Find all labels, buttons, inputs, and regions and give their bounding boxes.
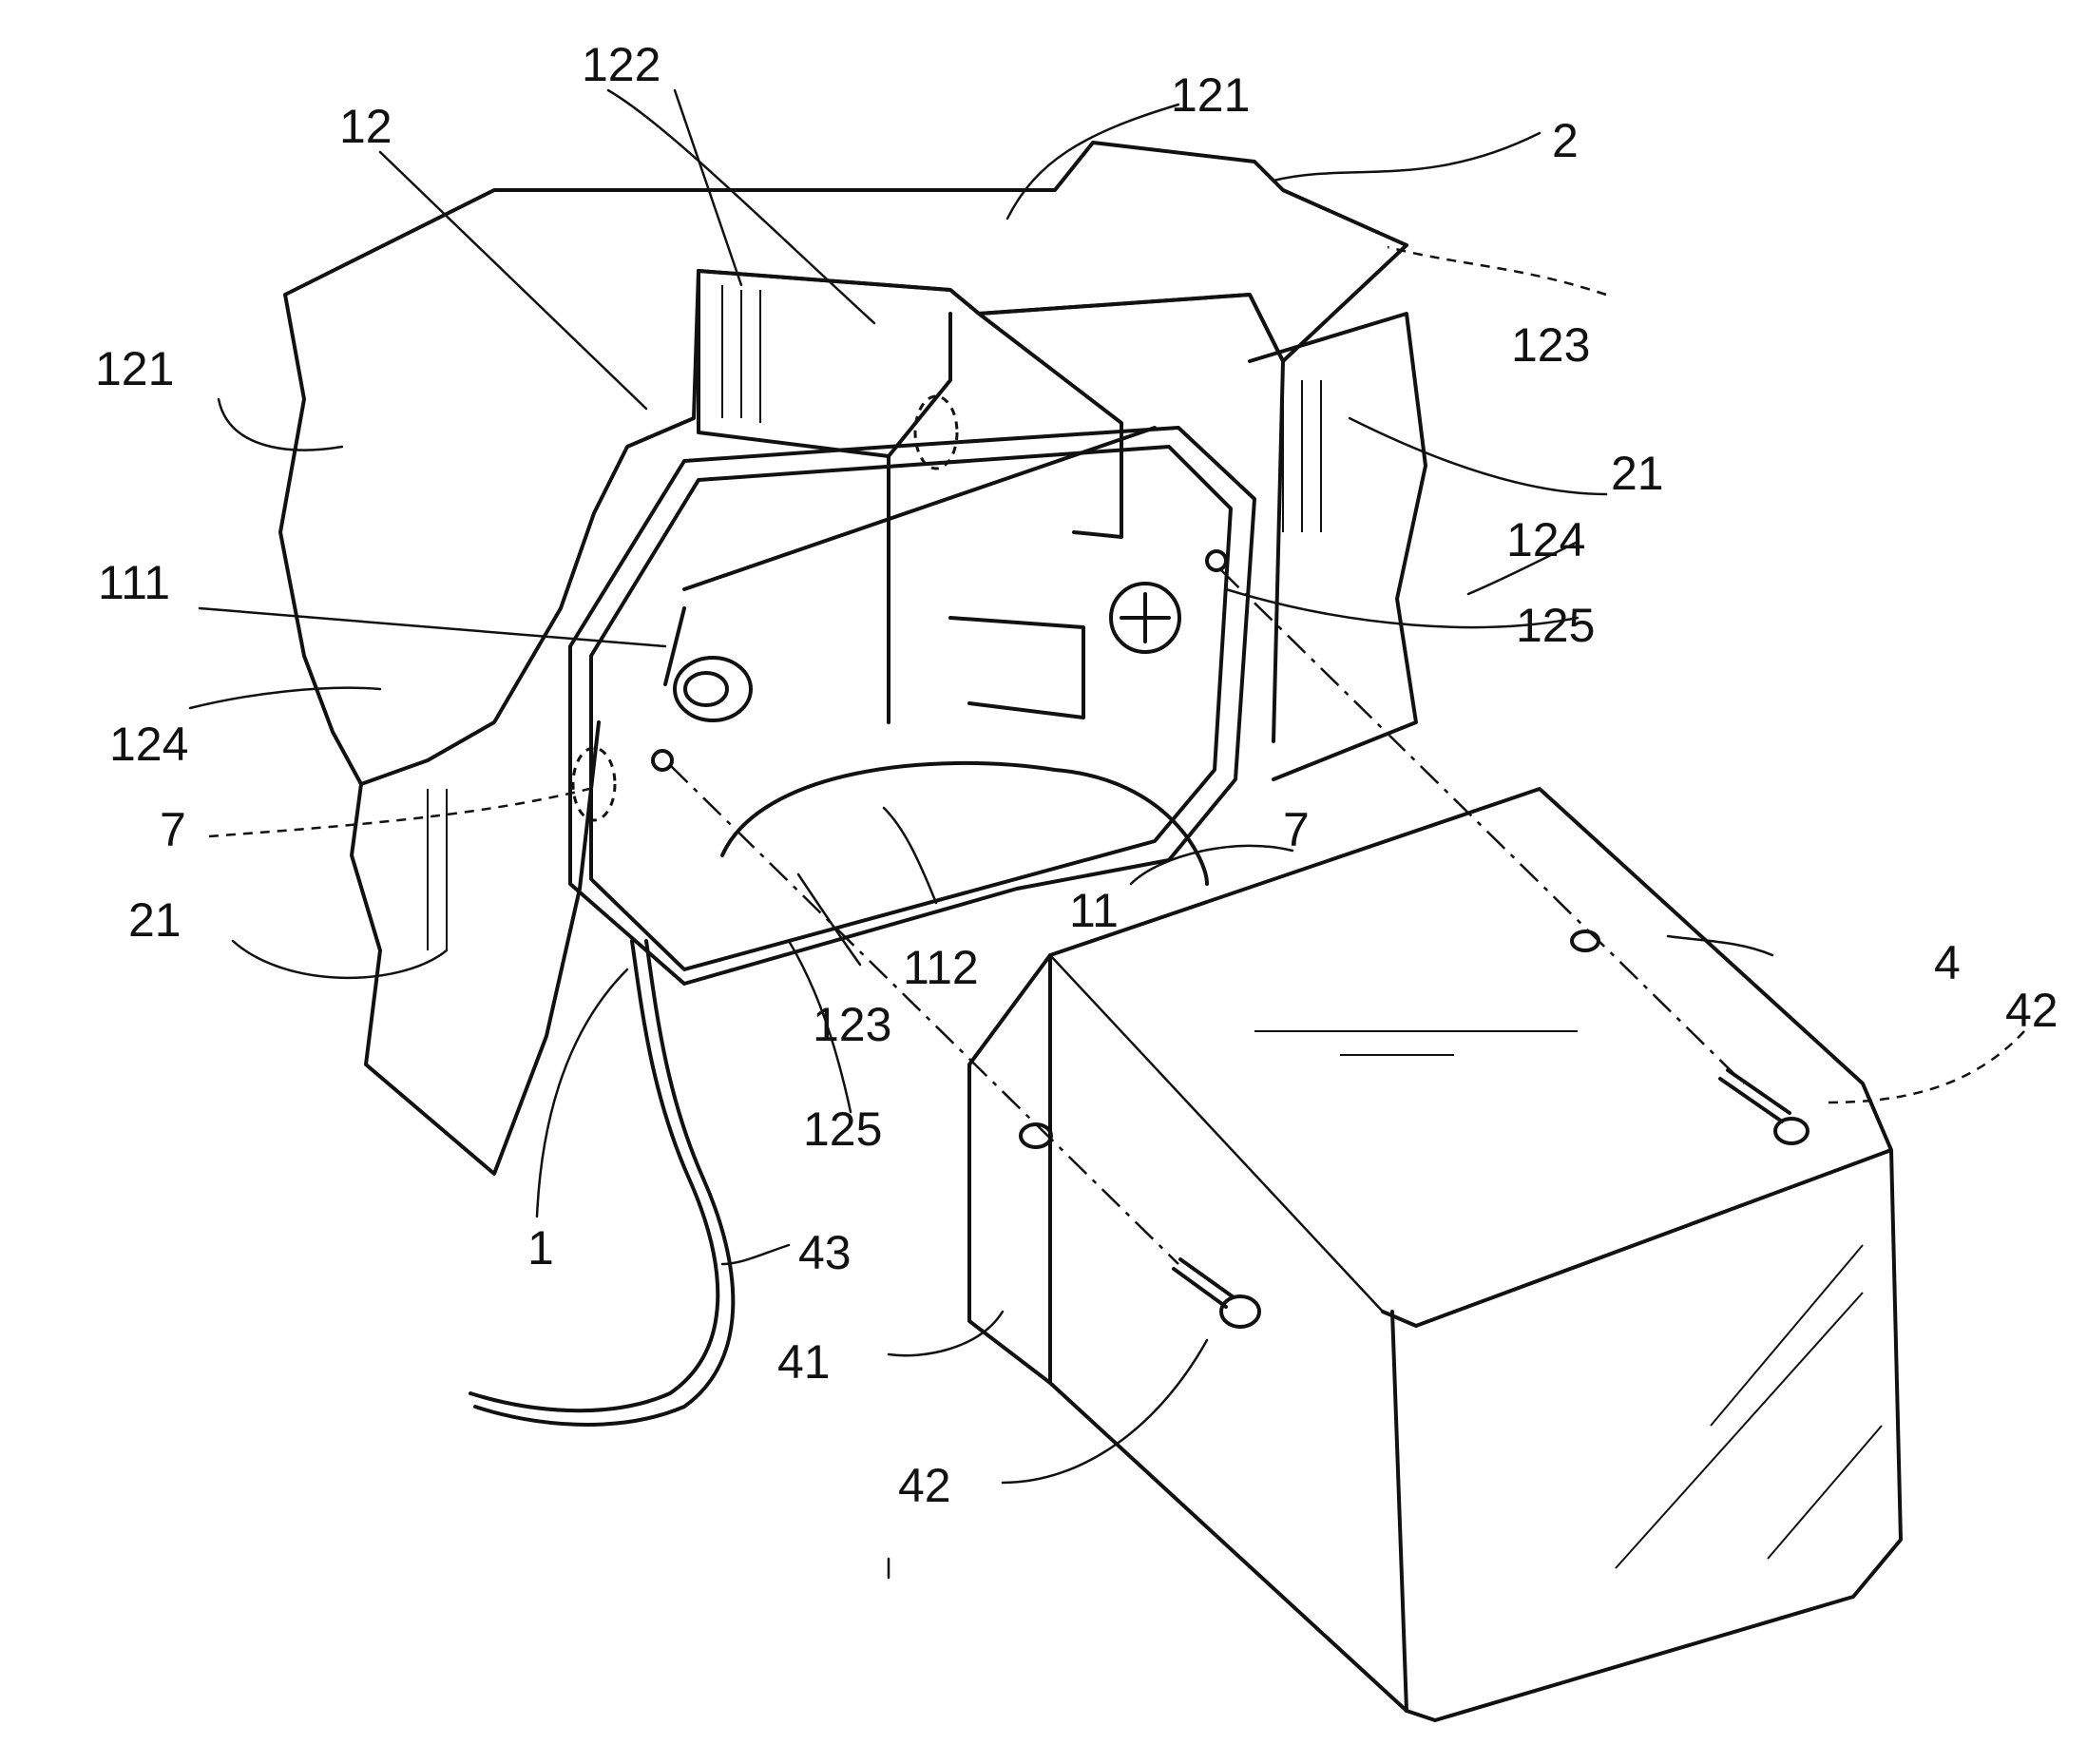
leader-lines <box>190 90 2024 1578</box>
callout-42-bottom: 42 <box>898 1459 951 1512</box>
callout-125-bottom: 125 <box>803 1102 882 1156</box>
screw-42-front <box>1174 1259 1259 1327</box>
mount-hole-right <box>1207 551 1226 570</box>
callout-11: 11 <box>1069 884 1119 937</box>
callout-7-right: 7 <box>1283 803 1310 856</box>
callout-2: 2 <box>1552 114 1579 167</box>
callout-121-top: 121 <box>1171 68 1250 122</box>
knockout-111 <box>675 658 751 720</box>
cavity-walls <box>428 271 1321 950</box>
callout-123-bottom: 123 <box>813 998 891 1051</box>
screw-head-icon <box>1111 584 1179 652</box>
callout-21-right: 21 <box>1611 447 1664 500</box>
base-plate <box>570 428 1254 984</box>
callout-112: 112 <box>903 941 979 994</box>
wall-shading <box>428 285 1321 950</box>
callout-111: 111 <box>98 556 170 609</box>
centerlines <box>670 570 1744 1264</box>
fastener-123-top <box>915 396 957 469</box>
callout-124-right: 124 <box>1506 513 1585 566</box>
callout-121-left: 121 <box>95 342 174 395</box>
hidden-fasteners <box>573 396 957 820</box>
callout-123-right: 123 <box>1511 318 1590 372</box>
callout-7-left: 7 <box>160 803 186 856</box>
callout-42-right: 42 <box>2005 984 2058 1037</box>
callout-125-right: 125 <box>1516 599 1595 652</box>
callout-41: 41 <box>777 1335 831 1389</box>
callout-124-left: 124 <box>109 718 188 771</box>
callout-122: 122 <box>582 38 661 91</box>
mount-hole-left <box>653 751 672 770</box>
callout-21-left: 21 <box>128 893 182 947</box>
screw-42-top <box>1720 1070 1808 1143</box>
callout-43: 43 <box>798 1226 852 1279</box>
callout-12: 12 <box>339 100 393 153</box>
cover-hole-top <box>1572 931 1599 950</box>
callout-1: 1 <box>527 1221 554 1275</box>
callout-4: 4 <box>1934 936 1961 989</box>
